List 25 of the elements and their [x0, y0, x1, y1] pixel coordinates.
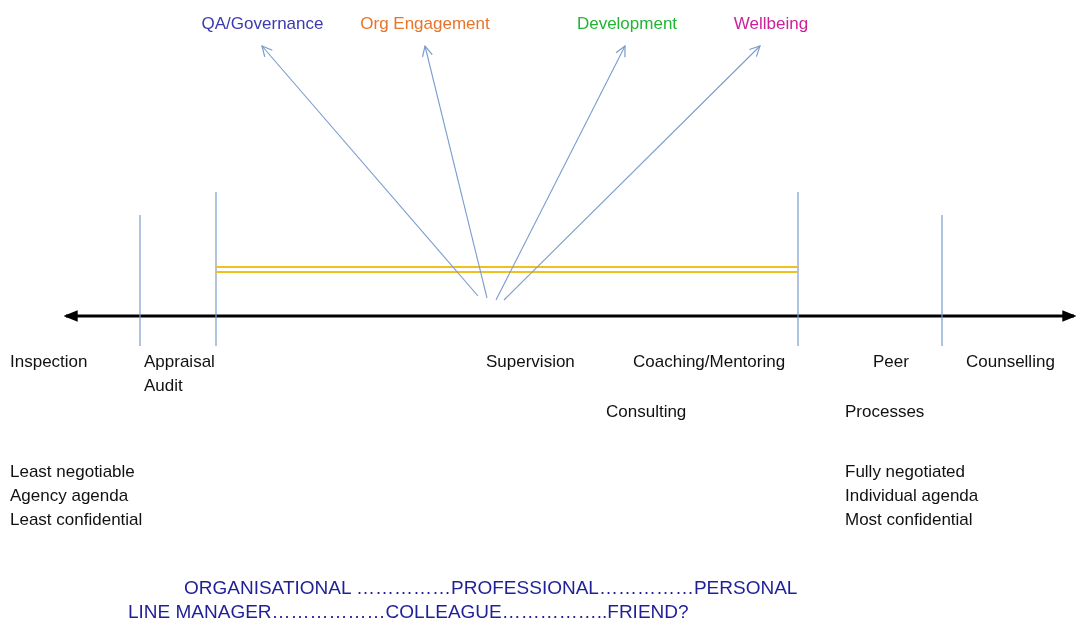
- text-label: Consulting: [606, 401, 687, 423]
- spectrum-caption: ORGANISATIONAL ……………PROFESSIONAL……………PERSONAL: [184, 577, 798, 599]
- arrow: [503, 45, 761, 301]
- text-label: Most confidential: [845, 509, 973, 531]
- text-label: Counselling: [966, 351, 1055, 373]
- text-label: Appraisal: [144, 351, 215, 373]
- arrow: [495, 45, 626, 301]
- text-label: Audit: [144, 375, 183, 397]
- text-label: Processes: [845, 401, 925, 423]
- text-label: Individual agenda: [845, 485, 979, 507]
- text-label: Least negotiable: [10, 461, 135, 483]
- text-label: Supervision: [486, 351, 575, 373]
- category-label: Development: [563, 7, 691, 41]
- category-label: Wellbeing: [710, 7, 832, 41]
- category-label: Org Engagement: [360, 7, 490, 41]
- text-label: Peer: [873, 351, 909, 373]
- spectrum-caption: LINE MANAGER………………COLLEAGUE……………..FRIEND?: [128, 601, 689, 623]
- text-label: Coaching/Mentoring: [633, 351, 786, 373]
- text-label: Agency agenda: [10, 485, 129, 507]
- category-label: QA/Governance: [200, 7, 325, 41]
- arrow: [421, 45, 488, 299]
- arrow: [261, 45, 479, 297]
- text-label: Fully negotiated: [845, 461, 966, 483]
- text-label: Least confidential: [10, 509, 143, 531]
- text-label: Inspection: [10, 351, 88, 373]
